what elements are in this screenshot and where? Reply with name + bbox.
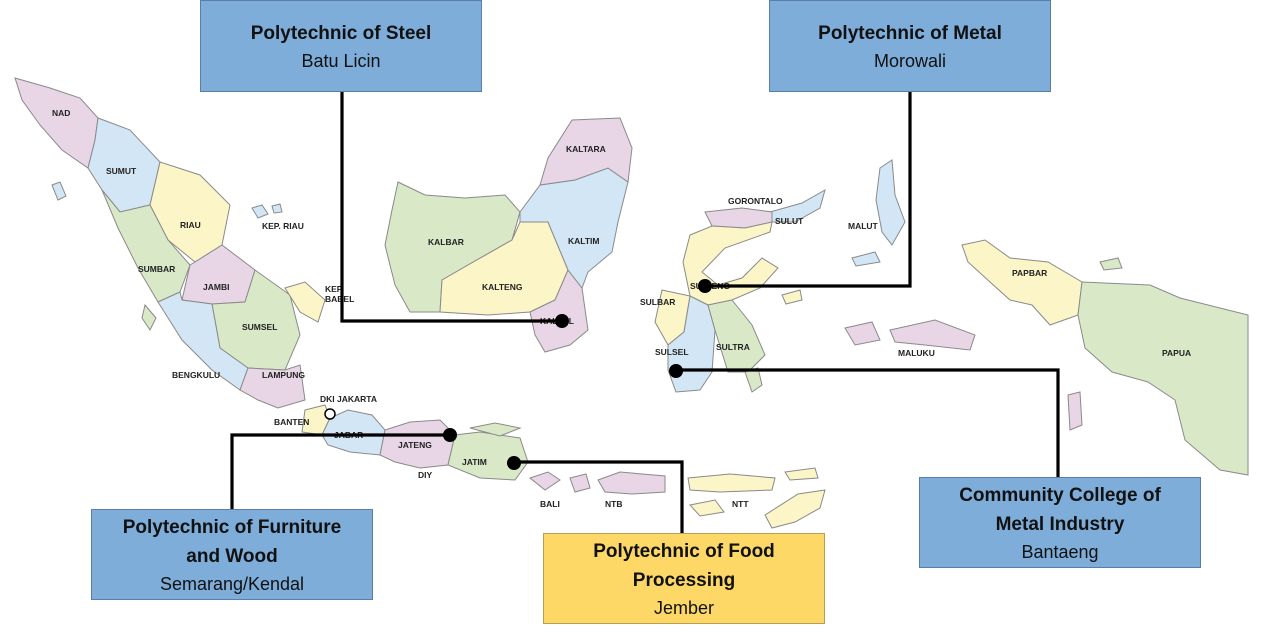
label-bali: BALI bbox=[540, 499, 560, 509]
label-kep-riau: KEP. RIAU bbox=[262, 221, 304, 231]
island-buru bbox=[844, 321, 881, 346]
label-nad: NAD bbox=[52, 108, 70, 118]
connector-food bbox=[514, 460, 684, 534]
label-maluku: MALUKU bbox=[898, 348, 935, 358]
connector-metal bbox=[705, 90, 912, 288]
island-lombok bbox=[569, 473, 591, 493]
island-sumba bbox=[689, 499, 725, 517]
dot-bantaeng bbox=[669, 364, 683, 378]
label-sumsel: SUMSEL bbox=[242, 322, 277, 332]
province-sumut bbox=[87, 117, 161, 213]
label-sumut: SUMUT bbox=[106, 166, 137, 176]
papua-island bbox=[961, 239, 1249, 476]
dki-jakarta-marker bbox=[324, 408, 336, 420]
island-seram bbox=[889, 319, 976, 351]
label-jatim: JATIM bbox=[462, 457, 487, 467]
island-nias bbox=[51, 181, 67, 201]
island-mentawai bbox=[141, 303, 157, 331]
province-riau bbox=[149, 161, 231, 263]
label-diy: DIY bbox=[418, 470, 433, 480]
callout-location: Morowali bbox=[873, 50, 947, 71]
label-kep: KEP. bbox=[325, 284, 344, 294]
label-sultra: SULTRA bbox=[716, 342, 750, 352]
callout-title: Community College of Metal Industry bbox=[959, 484, 1161, 535]
callout-polytechnic-food: Polytechnic of Food Processing Jember bbox=[543, 533, 825, 624]
label-babel: BABEL bbox=[325, 294, 354, 304]
label-jateng: JATENG bbox=[398, 440, 432, 450]
callout-title: Polytechnic of Steel bbox=[250, 22, 432, 44]
province-bengkulu bbox=[157, 291, 249, 391]
island-sula bbox=[851, 251, 881, 267]
label-riau: RIAU bbox=[180, 220, 201, 230]
label-gorontalo: GORONTALO bbox=[728, 196, 783, 206]
label-jambi: JAMBI bbox=[203, 282, 229, 292]
island-aru bbox=[1067, 391, 1083, 431]
label-bengkulu: BENGKULU bbox=[172, 370, 220, 380]
nusa-tenggara-islands bbox=[528, 467, 826, 529]
callout-location: Jember bbox=[653, 597, 715, 618]
province-malut bbox=[875, 159, 906, 246]
label-sulut: SULUT bbox=[775, 216, 804, 226]
province-sultra bbox=[707, 299, 766, 373]
province-sulteng bbox=[682, 221, 779, 306]
label-banten: BANTEN bbox=[274, 417, 309, 427]
callout-polytechnic-steel: Polytechnic of Steel Batu Licin bbox=[200, 0, 482, 92]
province-lampung bbox=[239, 364, 306, 409]
island-banggai bbox=[781, 289, 803, 305]
callout-community-college: Community College of Metal Industry Bant… bbox=[919, 477, 1201, 568]
islands-kep-riau-2 bbox=[271, 203, 283, 214]
dot-batu-licin bbox=[555, 314, 569, 328]
dot-semarang-kendal bbox=[443, 428, 457, 442]
island-madura bbox=[469, 422, 522, 437]
province-papua bbox=[1077, 281, 1249, 476]
label-kalbar: KALBAR bbox=[428, 237, 464, 247]
location-dots bbox=[443, 279, 712, 470]
label-dki-jakarta: DKI JAKARTA bbox=[320, 394, 377, 404]
island-bangka bbox=[284, 281, 326, 323]
dot-jember bbox=[507, 456, 521, 470]
label-sulsel: SULSEL bbox=[655, 347, 689, 357]
province-sumbar bbox=[101, 189, 191, 303]
island-sumbawa bbox=[597, 471, 666, 495]
connector-steel bbox=[340, 90, 562, 323]
callout-location: Bantaeng bbox=[1021, 541, 1099, 562]
callout-polytechnic-furniture: Polytechnic of Furniture and Wood Semara… bbox=[91, 509, 373, 600]
dot-morowali bbox=[698, 279, 712, 293]
connector-bantaeng bbox=[676, 368, 1060, 478]
province-papbar bbox=[961, 239, 1083, 326]
label-sumbar: SUMBAR bbox=[138, 264, 175, 274]
callout-polytechnic-metal: Polytechnic of Metal Morowali bbox=[769, 0, 1051, 92]
label-kaltara: KALTARA bbox=[566, 144, 606, 154]
label-papua: PAPUA bbox=[1162, 348, 1191, 358]
province-kaltara bbox=[539, 117, 633, 186]
label-malut: MALUT bbox=[848, 221, 879, 231]
callout-title: Polytechnic of Food Processing bbox=[593, 540, 775, 591]
islands-kep-riau-1 bbox=[251, 204, 269, 219]
province-jatim bbox=[447, 431, 529, 481]
label-lampung: LAMPUNG bbox=[262, 370, 305, 380]
label-ntt: NTT bbox=[732, 499, 749, 509]
island-timor bbox=[764, 489, 826, 529]
maluku-islands bbox=[844, 159, 1083, 431]
island-bali bbox=[528, 471, 561, 491]
province-kalsel bbox=[529, 269, 589, 353]
callout-location: Semarang/Kendal bbox=[159, 573, 305, 594]
sumatra-island bbox=[14, 77, 326, 409]
callout-location: Batu Licin bbox=[301, 50, 381, 71]
callout-title: Polytechnic of Metal bbox=[818, 22, 1002, 44]
island-flores bbox=[687, 473, 776, 493]
callout-title: Polytechnic of Furniture and Wood bbox=[122, 516, 342, 567]
label-sulbar: SULBAR bbox=[640, 297, 675, 307]
kalimantan-island bbox=[384, 117, 633, 353]
label-kaltim: KALTIM bbox=[568, 236, 599, 246]
island-alor bbox=[784, 467, 819, 481]
label-papbar: PAPBAR bbox=[1012, 268, 1047, 278]
connector-furniture bbox=[230, 433, 450, 510]
connector-lines bbox=[230, 90, 1060, 534]
label-kalteng: KALTENG bbox=[482, 282, 523, 292]
island-biak bbox=[1099, 257, 1123, 271]
province-nad bbox=[14, 77, 99, 169]
label-ntb: NTB bbox=[605, 499, 622, 509]
